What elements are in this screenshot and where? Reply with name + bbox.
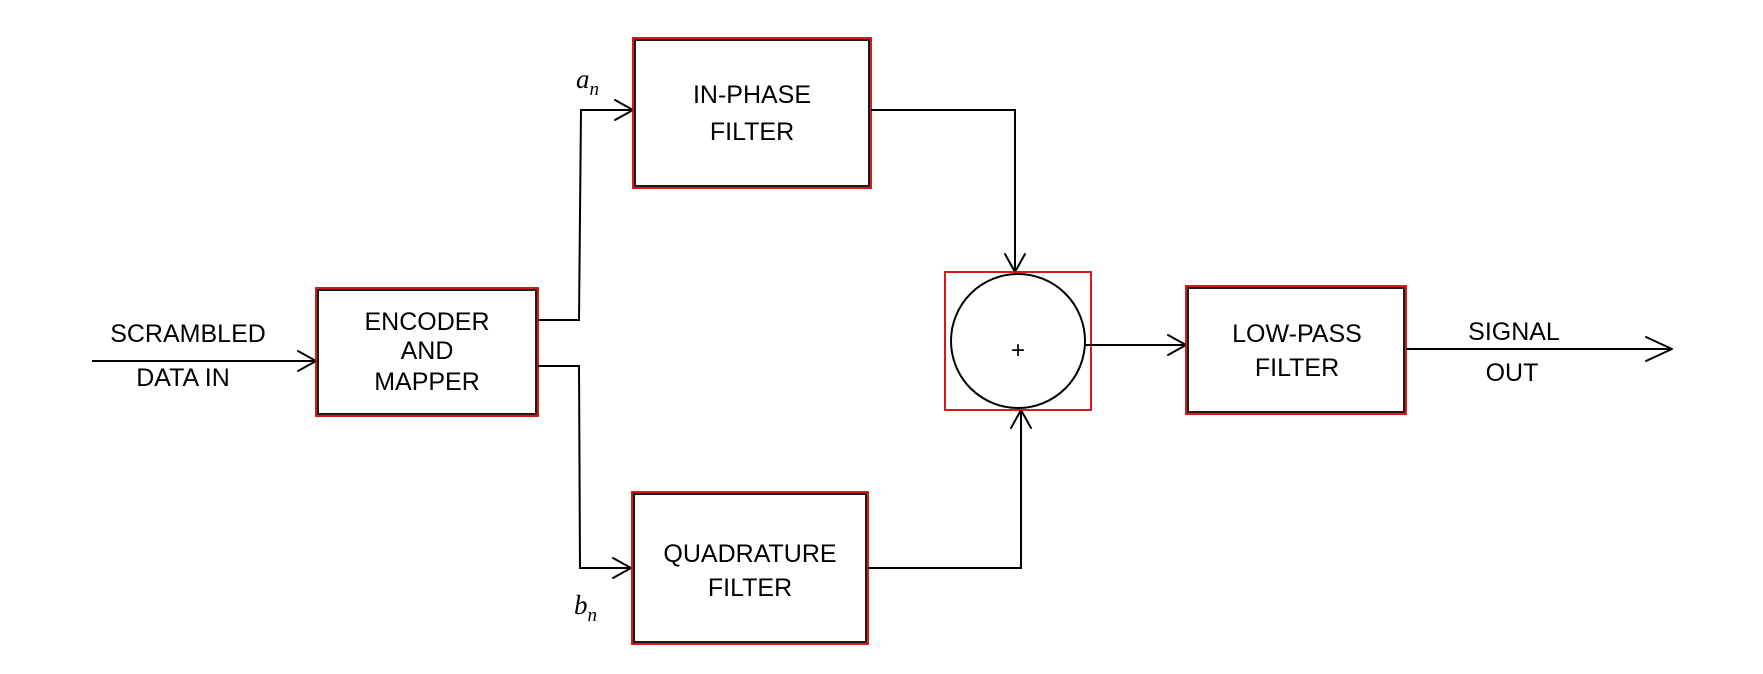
inphase-filter-block: IN-PHASE FILTER bbox=[632, 37, 872, 189]
input-label-line1: SCRAMBLED bbox=[110, 320, 266, 348]
quadrature-branch-wire bbox=[538, 365, 631, 569]
lowpass-label-line2: FILTER bbox=[1255, 354, 1339, 382]
input-label-line2: DATA IN bbox=[136, 364, 230, 392]
encoder-label-line2: AND bbox=[401, 337, 454, 365]
lowpass-label-line1: LOW-PASS bbox=[1232, 320, 1362, 348]
quadrature-arrowhead bbox=[612, 557, 632, 579]
inphase-to-summer-wire bbox=[871, 109, 1016, 272]
output-label-line1: SIGNAL bbox=[1468, 318, 1560, 346]
inphase-label-line1: IN-PHASE bbox=[693, 81, 811, 109]
quadrature-to-summer-wire bbox=[868, 410, 1022, 569]
encoder-label-line3: MAPPER bbox=[374, 368, 480, 396]
encoder-mapper-block: ENCODER AND MAPPER bbox=[315, 287, 539, 417]
summer-plus-sign: + bbox=[1011, 337, 1025, 364]
quadrature-label-line1: QUADRATURE bbox=[663, 540, 836, 568]
symbol-a: an bbox=[576, 64, 599, 100]
quadrature-filter-block: QUADRATURE FILTER bbox=[631, 491, 869, 645]
output-label-line2: OUT bbox=[1486, 359, 1539, 387]
inphase-label-line2: FILTER bbox=[710, 118, 794, 146]
inphase-branch-wire bbox=[538, 109, 633, 321]
lowpass-filter-block: LOW-PASS FILTER bbox=[1185, 285, 1407, 415]
encoder-label-line1: ENCODER bbox=[364, 308, 489, 336]
summing-junction: + bbox=[944, 271, 1092, 411]
symbol-b: bn bbox=[574, 590, 597, 626]
output-arrowhead bbox=[1645, 336, 1673, 362]
quadrature-label-line2: FILTER bbox=[708, 574, 792, 602]
